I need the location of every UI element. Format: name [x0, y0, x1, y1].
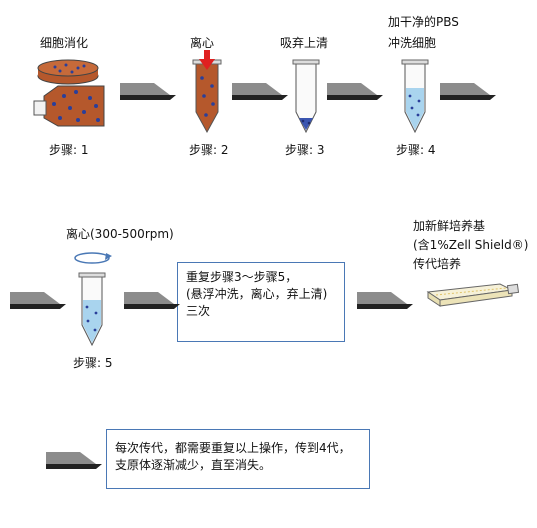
flow-arrow-3: [327, 83, 383, 100]
repeat-box-line1: 重复步骤3～步骤5，: [186, 270, 298, 284]
step1-title: 细胞消化: [40, 36, 89, 50]
flow-arrow-7: [357, 292, 413, 309]
step3-title: 吸弃上清: [280, 36, 329, 50]
step5-caption: 步骤: 5: [73, 356, 113, 370]
pellet-tube-icon: [292, 59, 320, 134]
note-box-line1: 每次传代，都需要重复以上操作，传到4代，: [115, 441, 351, 455]
resuspended-tube-icon: [78, 272, 106, 347]
repeat-box-line3: 三次: [186, 304, 211, 318]
flow-arrow-8: [46, 452, 102, 469]
subculture-line2: (含1%Zell Shield®): [413, 238, 529, 252]
petri-dish-icon: [37, 59, 99, 85]
step4-title-line1: 加干净的PBS: [388, 15, 459, 29]
flow-arrow-4: [440, 83, 496, 100]
step4-caption: 步骤: 4: [396, 143, 436, 157]
flow-arrow-2: [232, 83, 288, 100]
note-box-line2: 支原体逐渐减少，直至消失。: [115, 458, 272, 472]
step4-title-line2: 冲洗细胞: [388, 36, 437, 50]
step1-caption: 步骤: 1: [49, 143, 89, 157]
culture-flask-icon: [33, 85, 105, 127]
flow-arrow-5: [10, 292, 66, 309]
subculture-flask-icon: [426, 283, 520, 307]
flow-arrow-1: [120, 83, 176, 100]
pbs-tube-icon: [401, 59, 429, 134]
flow-arrow-6: [124, 292, 180, 309]
repeat-box-line2: (悬浮冲洗，离心，弃上清): [186, 287, 328, 301]
step2-caption: 步骤: 2: [189, 143, 229, 157]
step3-caption: 步骤: 3: [285, 143, 325, 157]
red-down-arrow-icon: [199, 50, 215, 70]
step5-title: 离心(300-500rpm): [66, 227, 174, 241]
subculture-line3: 传代培养: [413, 257, 462, 271]
subculture-line1: 加新鲜培养基: [413, 219, 486, 233]
repeat-steps-box: 重复步骤3～步骤5， (悬浮冲洗，离心，弃上清) 三次: [177, 262, 345, 342]
rotation-arrow-icon: [74, 252, 112, 264]
centrifuge-tube-icon: [192, 59, 222, 134]
step2-title: 离心: [190, 36, 215, 50]
note-box: 每次传代，都需要重复以上操作，传到4代， 支原体逐渐减少，直至消失。: [106, 429, 370, 489]
